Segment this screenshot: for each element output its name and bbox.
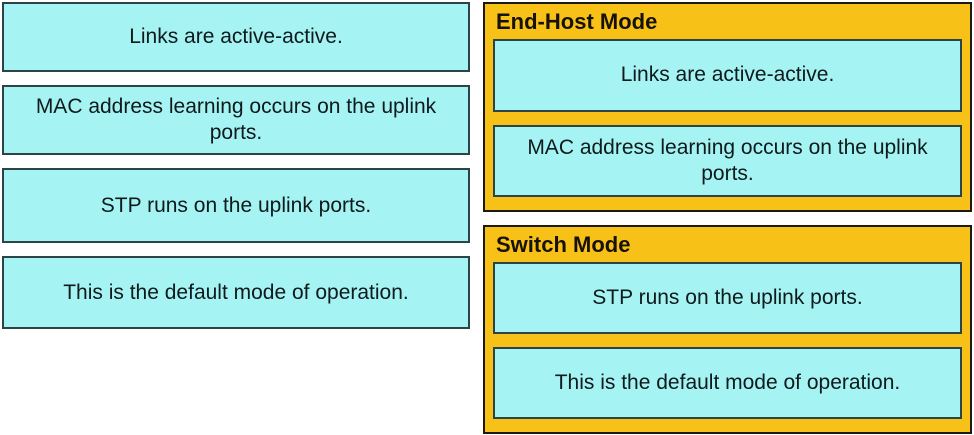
drag-option-label: Links are active-active. <box>129 25 343 49</box>
drop-slot-end-host-2[interactable]: MAC address learning occurs on the uplin… <box>493 124 962 197</box>
drag-option-label: This is the default mode of operation. <box>63 280 409 304</box>
drag-option-label: STP runs on the uplink ports. <box>100 193 372 217</box>
drop-slot-switch-2[interactable]: This is the default mode of operation. <box>493 347 962 419</box>
drop-group-end-host-mode: End-Host Mode Links are active-active. M… <box>483 2 972 212</box>
drag-option-mac-address-learning[interactable]: MAC address learning occurs on the uplin… <box>2 85 470 155</box>
source-options-column: Links are active-active. MAC address lea… <box>2 2 470 329</box>
drag-option-links-active-active[interactable]: Links are active-active. <box>2 2 470 72</box>
drag-option-stp-uplink-ports[interactable]: STP runs on the uplink ports. <box>2 168 470 243</box>
drop-group-switch-mode: Switch Mode STP runs on the uplink ports… <box>483 225 972 434</box>
drag-option-label: MAC address learning occurs on the uplin… <box>35 95 437 144</box>
group-title-end-host-mode: End-Host Mode <box>496 9 658 34</box>
drop-slot-label: Links are active-active. <box>620 63 835 87</box>
drop-slot-switch-1[interactable]: STP runs on the uplink ports. <box>493 262 962 334</box>
drop-slot-label: This is the default mode of operation. <box>554 371 901 395</box>
drag-option-default-mode[interactable]: This is the default mode of operation. <box>2 256 470 329</box>
drop-slot-end-host-1[interactable]: Links are active-active. <box>493 39 962 112</box>
drop-slot-label: STP runs on the uplink ports. <box>592 286 863 310</box>
target-groups-column: End-Host Mode Links are active-active. M… <box>483 2 972 434</box>
group-title-switch-mode: Switch Mode <box>496 232 631 257</box>
drop-slot-label: MAC address learning occurs on the uplin… <box>527 136 928 185</box>
